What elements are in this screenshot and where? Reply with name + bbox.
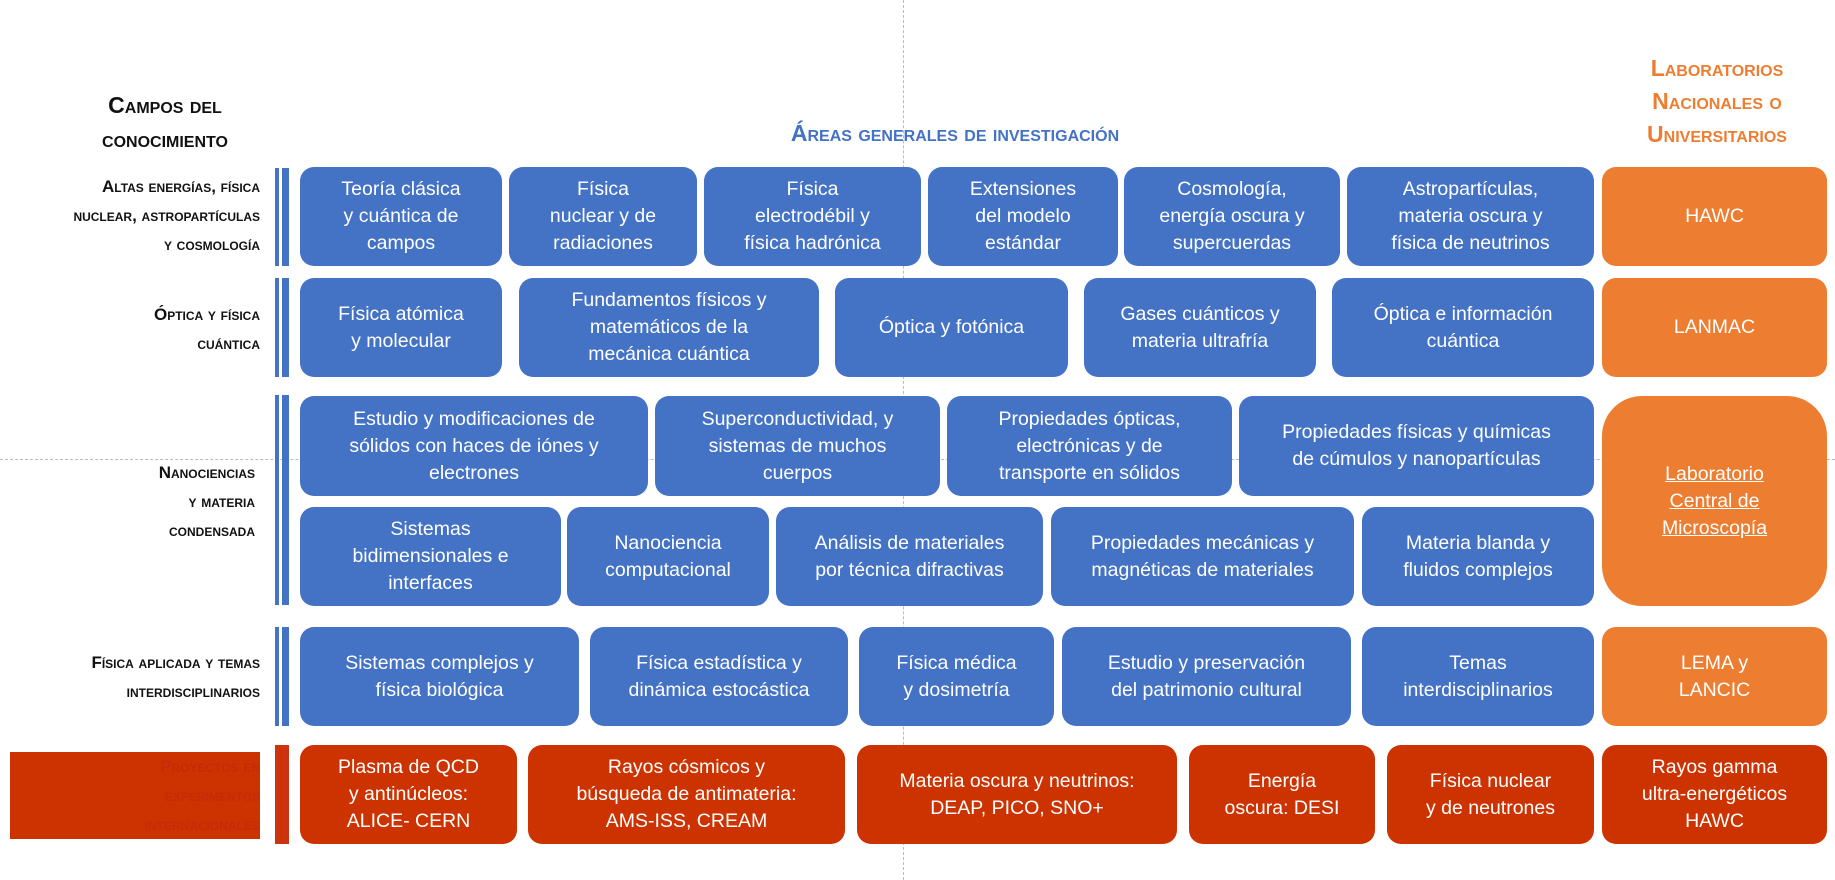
row-label-applied-physics: Física aplicada y temas interdisciplinar… [91,653,260,701]
project-box: Física nuclear y de neutrones [1387,745,1594,844]
area-box: Física atómica y molecular [300,278,502,377]
row-bar-nanoscience [275,395,289,605]
area-box: Materia blanda y fluidos complejos [1362,507,1594,606]
row-label-nanoscience: Nanociencias y materia condensada [158,463,255,540]
lab-box-lema-lancic: LEMA y LANCIC [1602,627,1827,726]
area-box: Física estadística y dinámica estocástic… [590,627,848,726]
row-bar-optics [275,278,289,377]
labs-header: Laboratorios Nacionales o Universitarios [1647,55,1787,147]
area-box: Cosmología, energía oscura y supercuerda… [1124,167,1340,266]
area-box: Temas interdisciplinarios [1362,627,1594,726]
fields-header: Campos del conocimiento [102,92,228,152]
area-box: Nanociencia computacional [567,507,769,606]
lab-box-lanmac: LANMAC [1602,278,1827,377]
lab-box-microscopy[interactable]: Laboratorio Central de Microscopía [1602,396,1827,606]
area-box: Fundamentos físicos y matemáticos de la … [519,278,819,377]
areas-header: Áreas generales de investigación [790,120,1120,146]
area-box: Estudio y preservación del patrimonio cu… [1062,627,1351,726]
row-bar-high-energy [275,168,289,266]
area-box: Sistemas bidimensionales e interfaces [300,507,561,606]
project-box: Rayos cósmicos y búsqueda de antimateria… [528,745,845,844]
area-box: Óptica e información cuántica [1332,278,1594,377]
project-box: Plasma de QCD y antinúcleos: ALICE- CERN [300,745,517,844]
area-box: Física nuclear y de radiaciones [509,167,697,266]
area-box: Extensiones del modelo estándar [928,167,1118,266]
area-box: Física médica y dosimetría [859,627,1054,726]
area-box: Astropartículas, materia oscura y física… [1347,167,1594,266]
area-box: Propiedades mecánicas y magnéticas de ma… [1051,507,1354,606]
project-box: Materia oscura y neutrinos: DEAP, PICO, … [857,745,1177,844]
lab-box-hawc: HAWC [1602,167,1827,266]
area-box: Gases cuánticos y materia ultrafría [1084,278,1316,377]
area-box: Óptica y fotónica [835,278,1068,377]
row-label-high-energy: Altas energías, física nuclear, astropar… [73,177,260,254]
area-box: Teoría clásica y cuántica de campos [300,167,502,266]
area-box: Superconductividad, y sistemas de muchos… [655,396,940,496]
row-bar-applied-physics [275,627,289,726]
area-box: Sistemas complejos y física biológica [300,627,579,726]
project-box-hawc: Rayos gamma ultra-energéticos HAWC [1602,745,1827,844]
area-box: Física electrodébil y física hadrónica [704,167,921,266]
row-bar-international-projects [275,745,289,844]
area-box: Estudio y modificaciones de sólidos con … [300,396,648,496]
area-box: Análisis de materiales por técnica difra… [776,507,1043,606]
row-label-optics: Óptica y física cuántica [153,305,260,353]
area-box: Propiedades ópticas, electrónicas y de t… [947,396,1232,496]
project-box: Energía oscura: DESI [1189,745,1375,844]
row-label-international-projects: Proyectos en experimentos internacionale… [10,752,260,839]
area-box: Propiedades físicas y químicas de cúmulo… [1239,396,1594,496]
